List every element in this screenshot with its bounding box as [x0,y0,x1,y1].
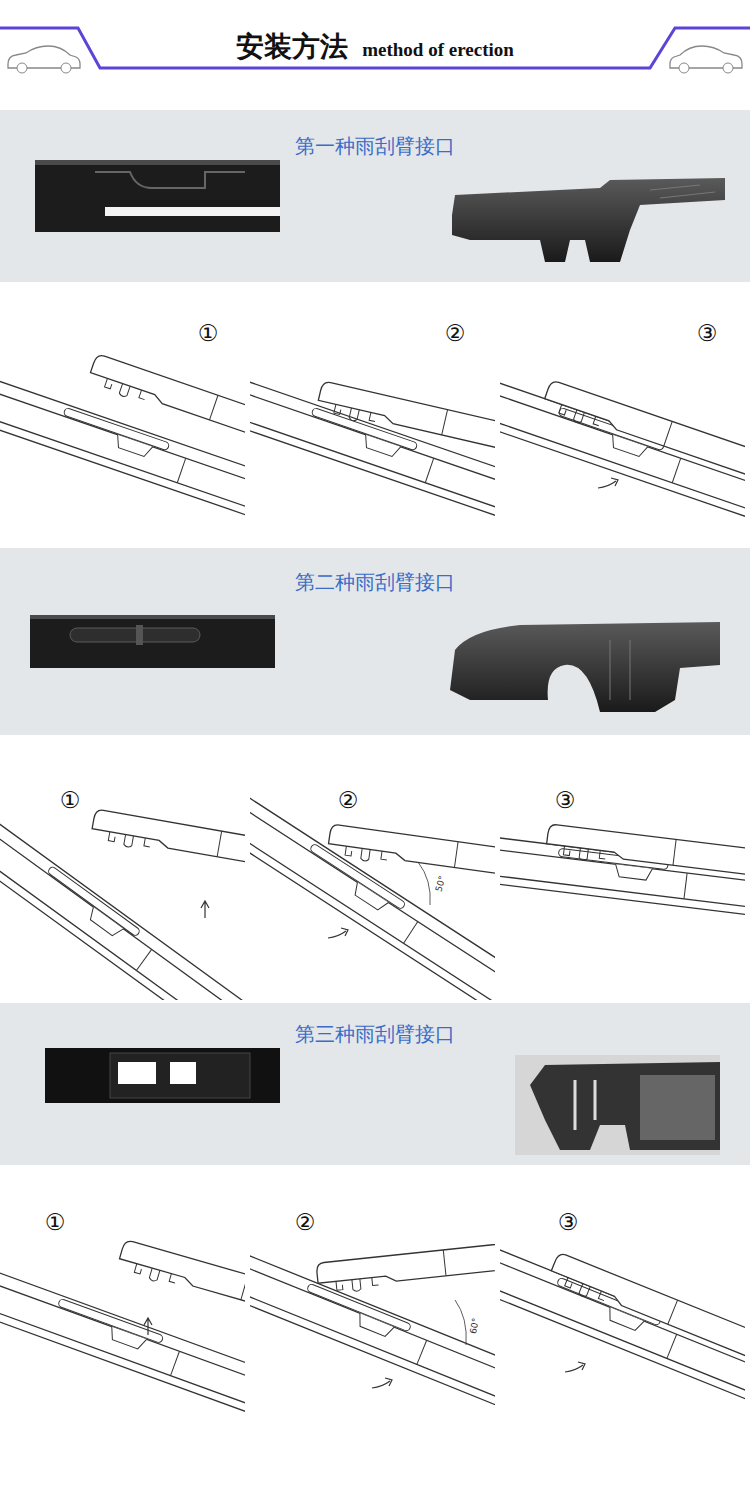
band-ground [0,548,750,735]
arm-photo [515,1055,720,1155]
step-drawing [545,824,745,903]
arm-photo [452,178,725,262]
section-band: 第三种雨刮臂接口 [0,1003,750,1165]
blade-photo [30,615,275,619]
step-drawing [250,1200,495,1457]
blade-photo [70,628,200,642]
step-drawing [250,790,495,1000]
step-drawing [0,1200,245,1486]
step-drawing [327,824,495,910]
page-title: 安装方法 [236,28,348,66]
arm-photo [530,1062,720,1150]
step-drawing [500,347,745,540]
section-band: 第二种雨刮臂接口 [0,548,750,735]
car-icon [679,63,689,73]
step-number: ① [44,1210,67,1235]
blade-photo [105,207,280,216]
blade-photo [30,615,275,668]
band-ground [0,110,750,1165]
step-drawing [598,478,618,488]
car-icon [17,63,27,73]
step-drawing [565,1362,585,1372]
angle-label: 50° [434,874,447,894]
step-drawing [372,1378,392,1388]
blade-photo [35,160,280,232]
step-drawing [316,381,495,499]
step-number: ③ [554,788,577,813]
step-drawing [201,901,209,918]
step-drawing [547,1252,745,1427]
section-title: 第三种雨刮臂接口 [0,1020,750,1048]
blade-photo [45,1048,280,1103]
angle-label: 60° [469,1316,481,1335]
step-drawing [418,862,430,905]
step-number: ② [337,788,360,813]
blade-photo [118,1062,156,1084]
step-drawing [316,1223,495,1295]
arm-photo [610,640,630,700]
arm-photo [575,1080,595,1130]
step-number: ③ [696,321,719,346]
arm-photo [450,622,720,712]
band-ground [0,1003,750,1165]
step-drawing [144,1318,152,1335]
step-drawing [0,345,245,540]
step-drawing [500,811,745,937]
step-drawing [500,1211,745,1459]
arm-photo [452,178,725,262]
blade-photo [136,625,143,645]
step-drawing [0,345,245,540]
arm-photo [640,1075,715,1140]
blade-photo [35,160,280,165]
step-number: ① [59,788,82,813]
step-drawing [87,354,245,511]
blade-photo [30,615,275,668]
band-ground [0,110,750,282]
step-drawing [250,345,495,540]
blade-photo [45,1048,280,1103]
arm-photo [515,1055,720,1155]
header-decoration [0,28,750,68]
blade-photo [35,160,280,232]
header: 安装方法 method of erection [0,28,750,66]
step-drawing [116,1240,245,1378]
step-number: ③ [557,1210,580,1235]
header-decoration [0,28,750,73]
car-icon [670,46,742,73]
step-drawing [500,347,745,540]
step-drawing [500,811,745,937]
step-number: ② [444,321,467,346]
arm-photo [650,185,715,198]
arm-photo [450,622,720,712]
blade-photo [170,1062,196,1084]
subtitle: method of erection [362,40,514,59]
section-title: 第二种雨刮臂接口 [0,568,750,596]
step-number: ① [197,321,220,346]
car-icon [61,63,71,73]
step-drawing [541,380,745,537]
step-drawing [328,928,348,938]
step-drawing [250,790,495,1000]
section-band: 第一种雨刮臂接口 [0,110,750,282]
step-drawing [250,345,495,540]
step-drawing [500,1211,745,1459]
step-number: ② [294,1210,317,1235]
section-title: 第一种雨刮臂接口 [0,132,750,160]
blade-photo [110,1053,250,1098]
step-drawing [0,793,245,1000]
car-icon [723,63,733,73]
blade-photo [95,172,245,188]
step-drawing [250,790,495,1000]
car-icon [8,46,80,73]
step-drawing [250,1200,495,1457]
step-drawing [455,1300,466,1345]
step-drawing [0,1200,245,1486]
step-drawing [90,809,245,908]
